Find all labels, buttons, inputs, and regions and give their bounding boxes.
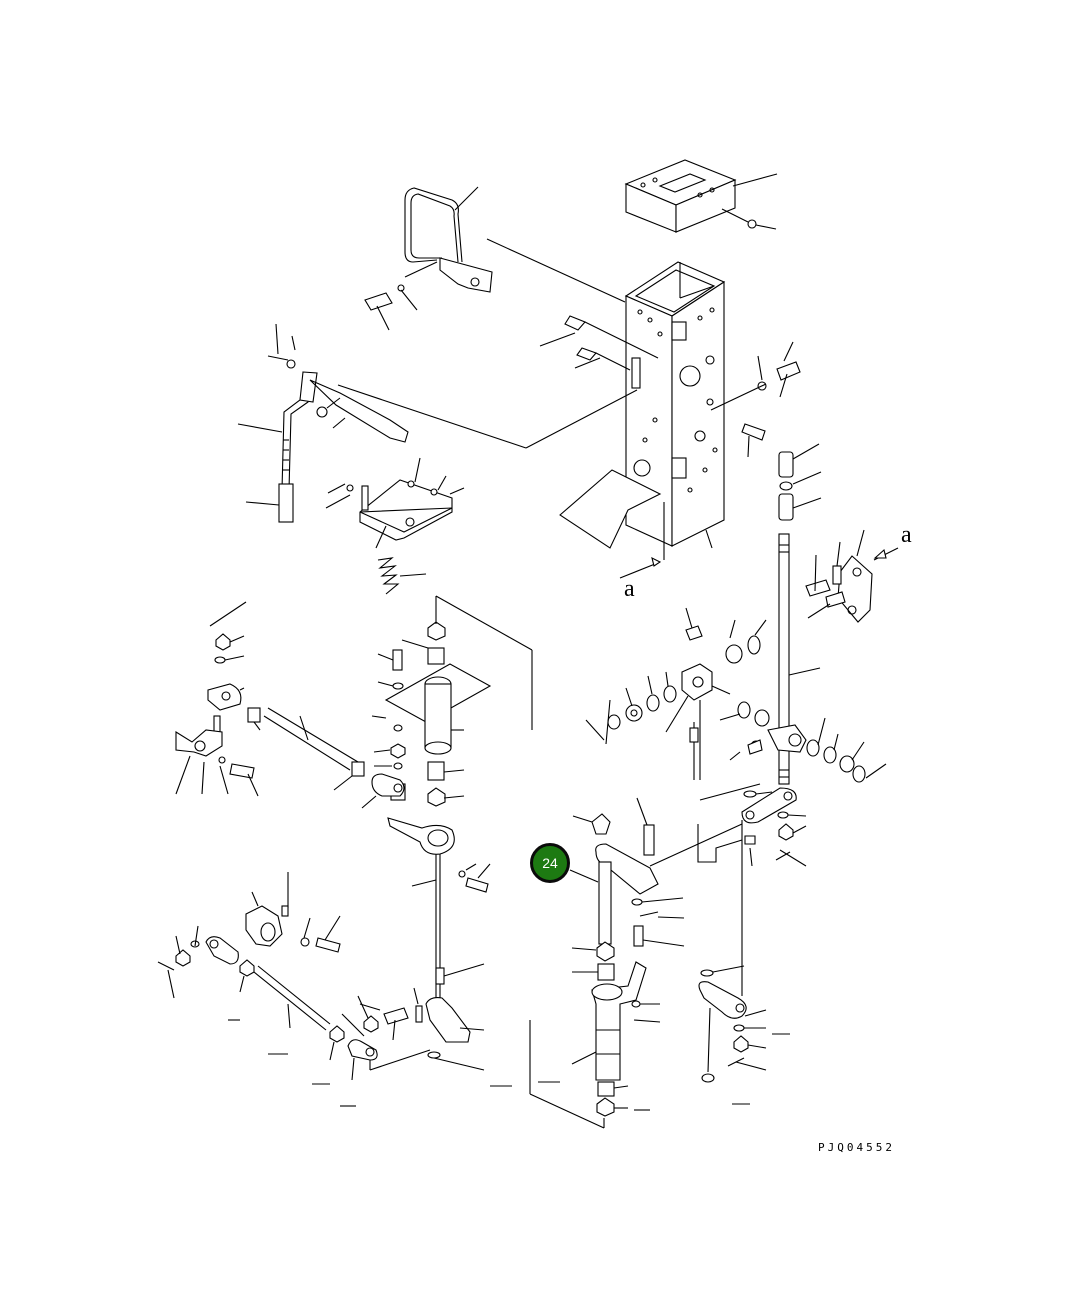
side-flange (805, 529, 899, 623)
grab-handle (364, 186, 626, 331)
left-rod-linkage (175, 601, 405, 809)
pedal-bracket (325, 457, 465, 595)
pedal-linkage (237, 323, 409, 523)
lower-left-linkage (157, 872, 378, 1081)
column-tower (337, 261, 726, 579)
crank-assembly (585, 607, 887, 783)
drawing-number: PJQ04552 (818, 1141, 895, 1154)
section-mark-a-lower: a (624, 576, 635, 602)
cover-block (624, 159, 778, 233)
column-bolts (710, 341, 801, 458)
lower-right-links (649, 783, 807, 1083)
leader-stubs (228, 1019, 790, 1111)
centre-column (341, 595, 533, 1071)
section-mark-a-right: a (901, 522, 912, 548)
vertical-shaft (750, 443, 822, 785)
lever-shaft-assembly (529, 797, 685, 1129)
callout-24[interactable]: 24 (530, 843, 570, 883)
